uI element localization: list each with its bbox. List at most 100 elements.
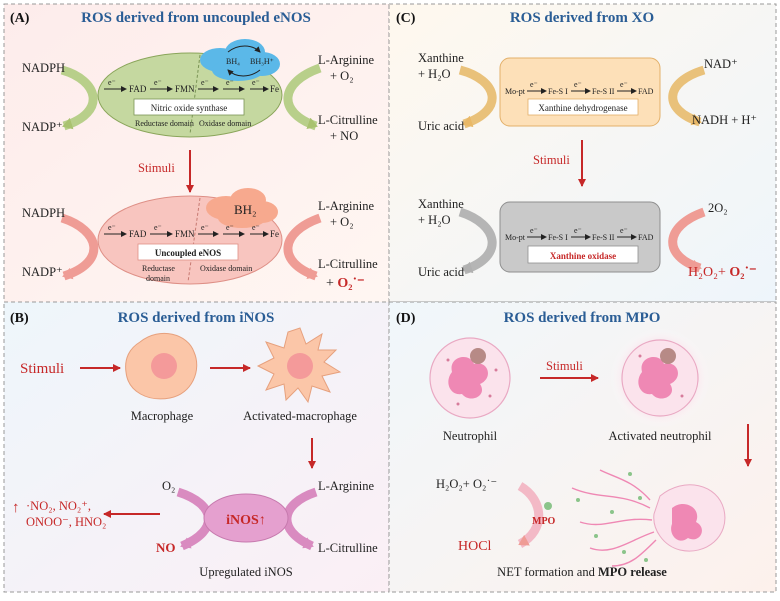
increase-arrow: ↑ <box>12 500 20 516</box>
mpo-reactants: H₂O₂+ O₂˙⁻ <box>436 477 497 491</box>
activated-neutrophil-cell <box>610 328 710 428</box>
stimuli-a: Stimuli <box>138 161 175 175</box>
fes2-label: Fe-S II <box>592 233 615 242</box>
nad-arrow-top <box>668 65 706 127</box>
fad-label: FAD <box>129 84 147 94</box>
panel-b-label: (B) <box>10 311 29 326</box>
domain-label: domain <box>146 274 170 283</box>
bh2-cloud <box>206 188 278 228</box>
o2-arrow-bottom <box>668 207 706 273</box>
electron-label: e⁻ <box>108 223 116 232</box>
xo-name: Xanthine oxidase <box>550 251 616 261</box>
hocl-label: HOCl <box>458 539 492 554</box>
electron-label: e⁻ <box>154 223 162 232</box>
arginine-arrow-top <box>283 63 322 131</box>
two-o2-label: 2O₂ <box>708 201 728 215</box>
citrulline-label-b: L-Citrulline <box>318 541 378 555</box>
uric-acid-bottom: Uric acid <box>418 265 465 279</box>
electron-label: e⁻ <box>226 78 234 87</box>
oxidase-label: Oxidase domain <box>199 119 251 128</box>
panel-d-title: ROS derived from MPO <box>504 310 661 326</box>
xdh-name-box <box>527 98 639 116</box>
electron-label: e⁻ <box>108 78 116 87</box>
fe-label: Fe <box>270 229 279 239</box>
xo-name-box <box>527 245 639 264</box>
bh2-label: BH₂ <box>234 202 257 217</box>
fes2-label: Fe-S II <box>592 87 615 96</box>
activated-macrophage-label: Activated-macrophage <box>243 409 357 423</box>
xdh-name: Xanthine dehydrogenase <box>538 103 627 113</box>
arginine-label-b: L-Arginine <box>318 479 374 493</box>
electron-label: e⁻ <box>252 223 260 232</box>
fad-label: FAD <box>129 229 147 239</box>
fad-label: FAD <box>638 87 654 96</box>
electron-label: e⁻ <box>530 80 538 89</box>
uric-acid-top: Uric acid <box>418 119 465 133</box>
activated-macrophage-cell <box>256 327 342 404</box>
arginine-arrow-bottom <box>283 213 322 281</box>
fes1-label: Fe-S I <box>548 87 568 96</box>
arginine-top: L-Arginine <box>318 53 374 67</box>
electron-label: e⁻ <box>201 223 209 232</box>
o2-bottom: + O₂ <box>330 215 354 229</box>
nadh-label: NADH + H⁺ <box>692 113 757 127</box>
macrophage-label: Macrophage <box>131 409 194 423</box>
rns-products-line1: ·NO₂, NO₂⁺, <box>26 499 91 513</box>
electron-label: e⁻ <box>201 78 209 87</box>
bh4-label: BH₄ <box>226 57 240 66</box>
electron-label: e⁻ <box>154 78 162 87</box>
bh3-label: BH₃H⁺ <box>250 57 274 66</box>
upregulated-inos-label: Upregulated iNOS <box>199 565 292 579</box>
stimuli-c: Stimuli <box>533 153 570 167</box>
enzyme-name-box <box>133 98 245 116</box>
panel-b-title: ROS derived from iNOS <box>118 310 275 326</box>
mpo-granule <box>544 502 552 510</box>
enzyme-name: Nitric oxide synthase <box>151 103 227 113</box>
nadp-top: NADP⁺ <box>22 120 63 134</box>
panel-c-label: (C) <box>396 11 416 26</box>
inos-enzyme <box>203 493 289 543</box>
nadph-arrow-top <box>60 65 98 131</box>
uncoupled-name-box <box>137 243 239 261</box>
electron-label: e⁻ <box>574 226 582 235</box>
arginine-bottom: L-Arginine <box>318 199 374 213</box>
panel-a-label: (A) <box>10 11 30 26</box>
h2o-bottom: + H₂O <box>418 213 451 227</box>
nadph-arrow-bottom <box>60 213 99 281</box>
nadph-top: NADPH <box>22 61 65 75</box>
inos-label: iNOS↑ <box>226 513 266 528</box>
no-label-b: NO <box>156 540 176 555</box>
nadp-bottom: NADP⁺ <box>22 265 63 279</box>
fes1-label: Fe-S I <box>548 233 568 242</box>
electron-label: e⁻ <box>530 226 538 235</box>
electron-label: e⁻ <box>574 80 582 89</box>
macrophage-cell <box>125 332 198 400</box>
mpo-label: MPO <box>532 516 556 527</box>
fmn-label: FMN <box>175 229 195 239</box>
panel-a-title: ROS derived from uncoupled eNOS <box>81 10 311 26</box>
reductase-label: Reductase domain <box>135 119 194 128</box>
xanthine-arrow-bottom <box>458 207 497 275</box>
superoxide-product-a: + O₂˙⁻ <box>326 276 365 291</box>
no-top: + NO <box>330 129 358 143</box>
domain-divider-bottom <box>187 197 201 283</box>
xanthine-bottom: Xanthine <box>418 197 464 211</box>
uncoupled-enos-name: Uncoupled eNOS <box>155 248 221 258</box>
o2-top: + O₂ <box>330 69 354 83</box>
citrulline-bottom: L-Citrulline <box>318 257 378 271</box>
activated-neutrophil-label: Activated neutrophil <box>608 429 712 443</box>
fe-label: Fe <box>270 84 279 94</box>
panel-c-title: ROS derived from XO <box>510 10 654 26</box>
nad-label: NAD⁺ <box>704 57 738 71</box>
bh4-cloud <box>200 39 280 81</box>
neutrophil-cell <box>429 337 511 419</box>
electron-label: e⁻ <box>226 223 234 232</box>
stimuli-b: Stimuli <box>20 361 64 377</box>
citrulline-top: L-Citrulline <box>318 113 378 127</box>
panel-d-label: (D) <box>396 311 416 326</box>
rns-products-line2: ONOO⁻, HNO₂ <box>26 515 106 529</box>
xanthine-arrow-top <box>458 65 497 129</box>
electron-label: e⁻ <box>620 226 628 235</box>
mopt-label: Mo-pt <box>505 87 526 96</box>
